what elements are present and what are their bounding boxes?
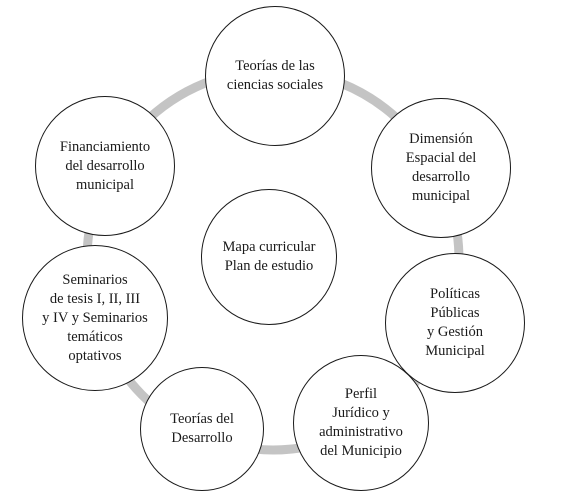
node-label: Dimensión Espacial del desarrollo munici… — [405, 131, 477, 204]
node-dimension-espacial: Dimensión Espacial del desarrollo munici… — [371, 98, 511, 238]
node-label: Seminarios de tesis I, II, III y IV y Se… — [42, 271, 148, 364]
node-teorias-desarrollo: Teorías del Desarrollo — [140, 367, 264, 491]
node-teorias-ciencias-sociales: Teorías de las ciencias sociales — [205, 6, 345, 146]
node-label: Políticas Públicas y Gestión Municipal — [425, 286, 485, 359]
node-label: Perfil Jurídico y administrativo del Mun… — [319, 386, 403, 459]
node-financiamiento: Financiamiento del desarrollo municipal — [35, 96, 175, 236]
center-node-mapa-curricular: Mapa curricular Plan de estudio — [201, 189, 337, 325]
node-label: Financiamiento del desarrollo municipal — [59, 138, 151, 193]
node-label: Teorías del Desarrollo — [170, 411, 234, 446]
node-perfil-juridico: Perfil Jurídico y administrativo del Mun… — [293, 355, 429, 491]
node-politicas-publicas: Políticas Públicas y Gestión Municipal — [385, 253, 525, 393]
node-label: Teorías de las ciencias sociales — [226, 58, 324, 93]
node-seminarios: Seminarios de tesis I, II, III y IV y Se… — [22, 245, 168, 391]
center-node-label: Mapa curricular Plan de estudio — [222, 239, 316, 274]
